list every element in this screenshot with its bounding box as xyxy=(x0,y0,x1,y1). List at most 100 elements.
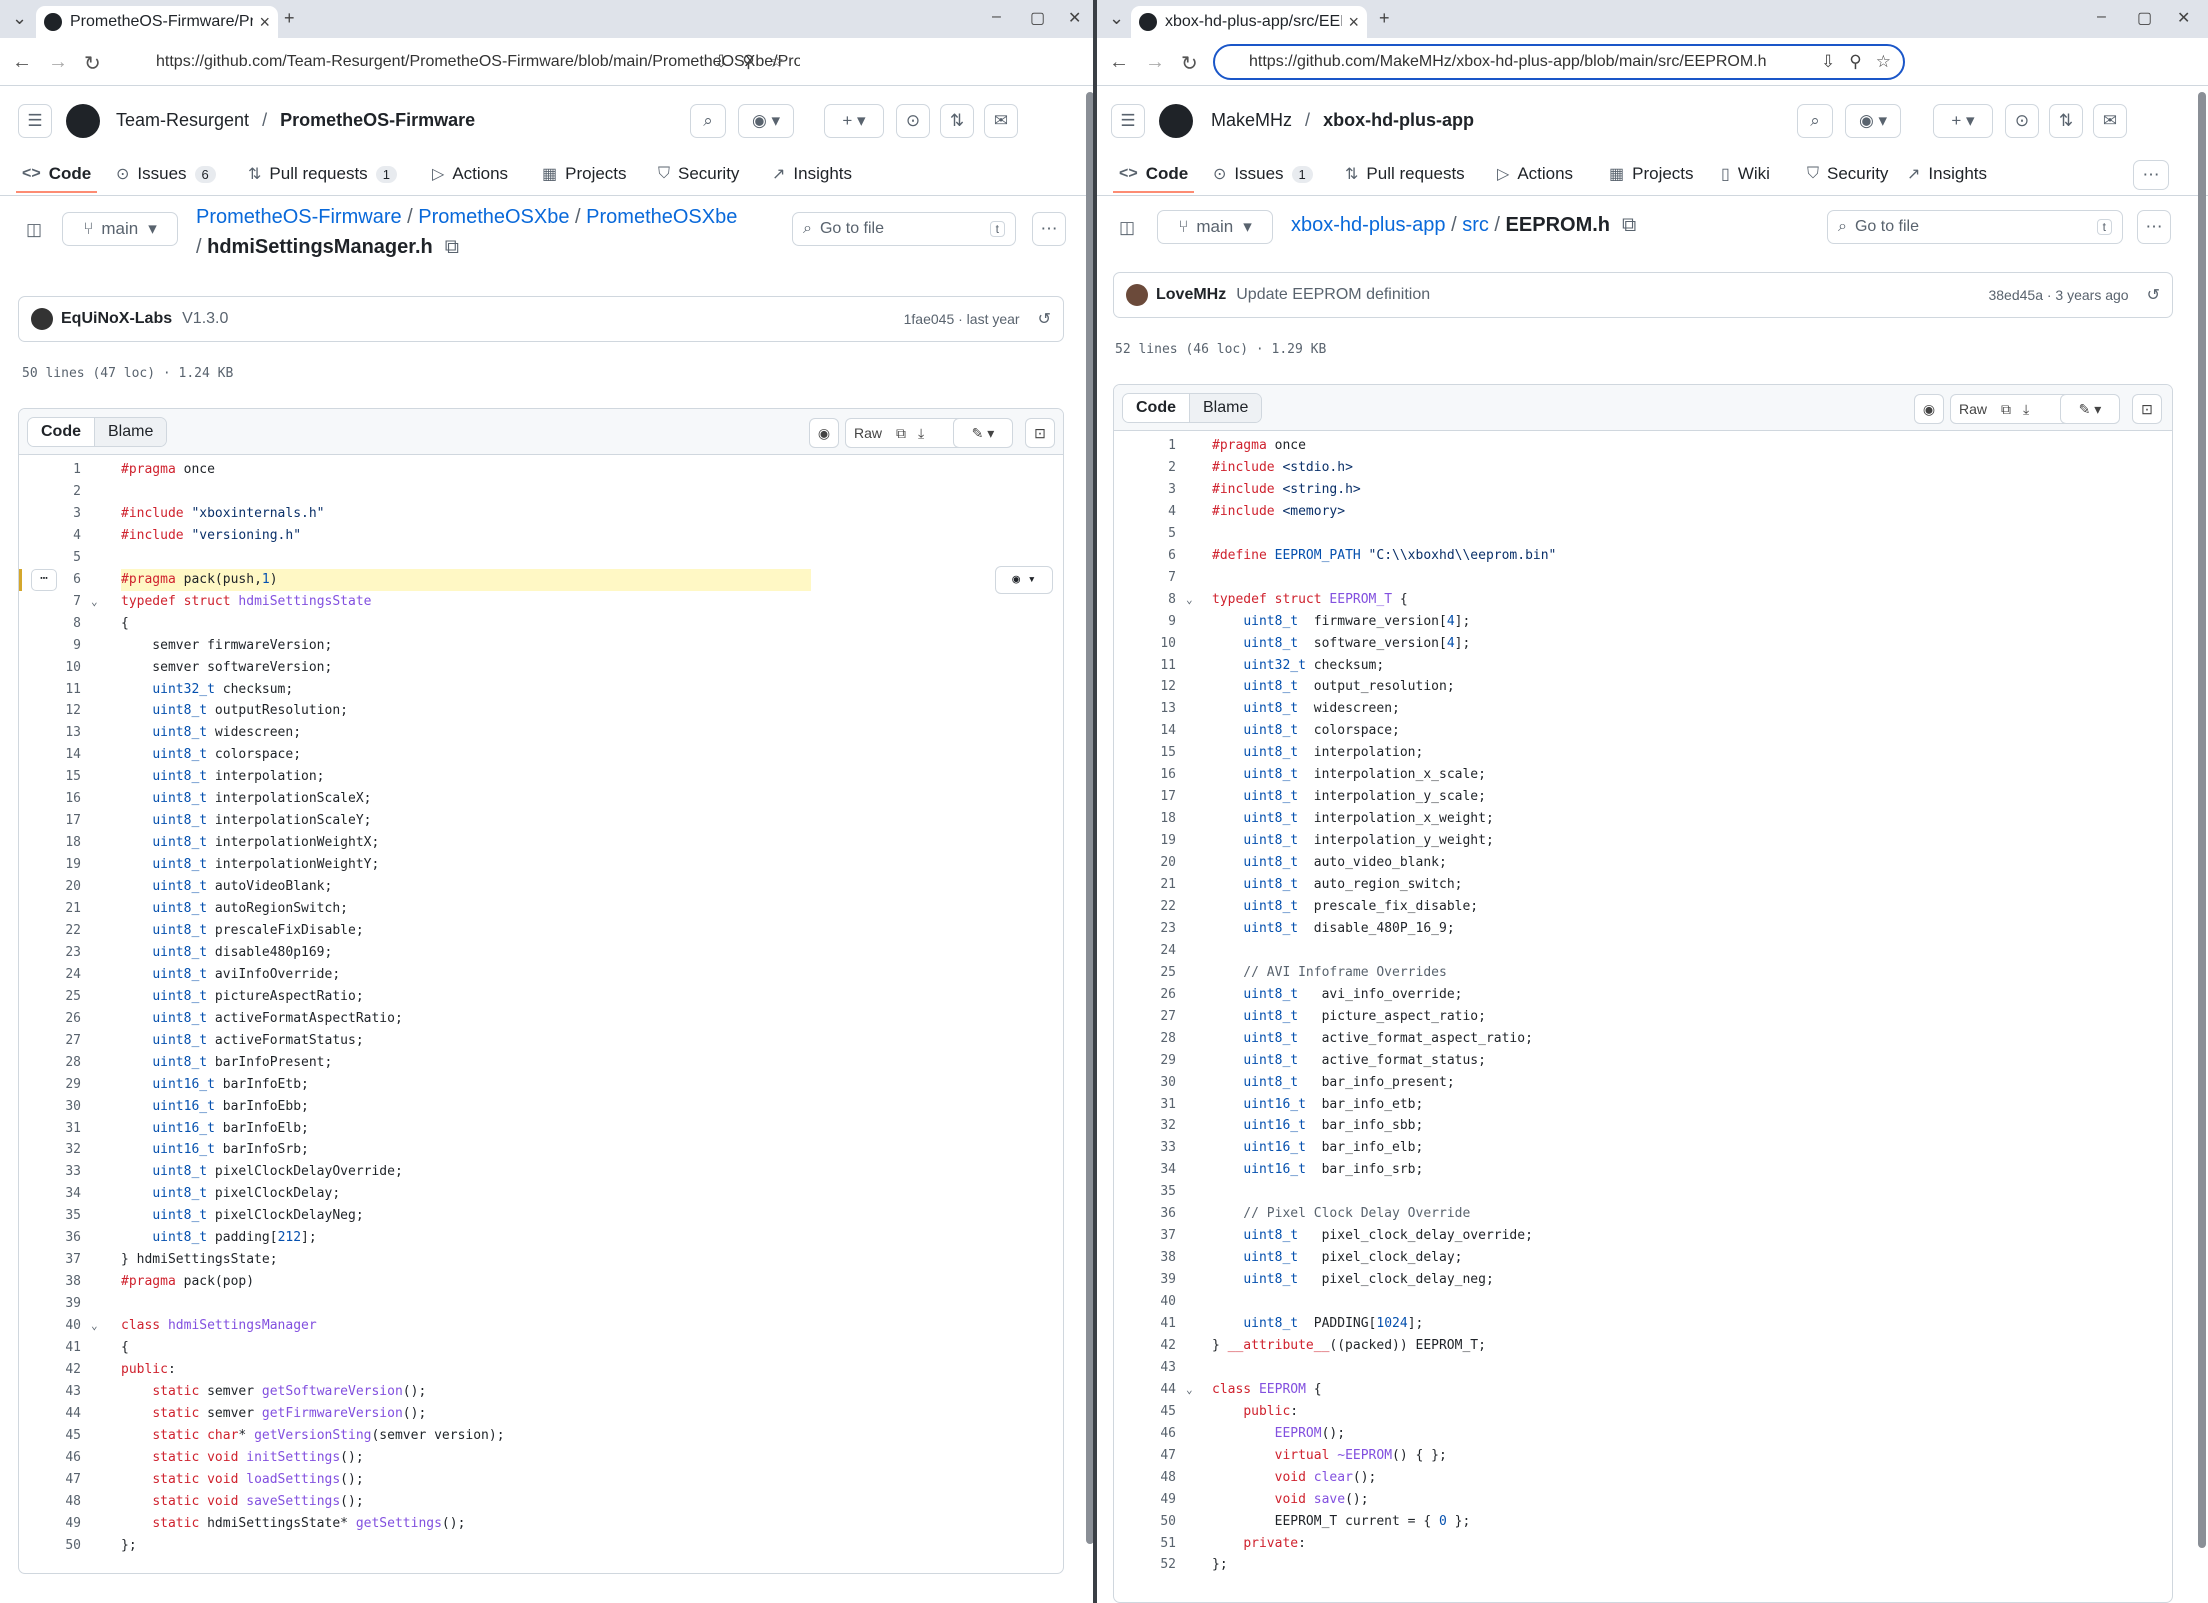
line-number[interactable]: 38 xyxy=(1160,1250,1176,1266)
line-number[interactable]: 5 xyxy=(73,549,81,565)
pull-requests-icon[interactable]: ⇅ xyxy=(940,104,974,138)
line-number[interactable]: 50 xyxy=(65,1537,81,1553)
pull-requests-icon[interactable]: ⇅ xyxy=(2049,104,2083,138)
line-number[interactable]: 14 xyxy=(65,747,81,763)
omnibox[interactable]: https://github.com/Team-Resurgent/Promet… xyxy=(120,44,800,80)
line-number[interactable]: 13 xyxy=(65,725,81,741)
code-line[interactable]: 18 uint8_t interpolation_x_weight; xyxy=(1114,808,2172,830)
code-line[interactable]: 3#include "xboxinternals.h" xyxy=(19,503,1063,525)
line-number[interactable]: 21 xyxy=(65,901,81,916)
issues-icon[interactable]: ⊙ xyxy=(896,104,930,138)
code-line[interactable]: 44 static semver getFirmwareVersion(); xyxy=(19,1403,1063,1425)
install-icon[interactable]: ⇩ xyxy=(714,52,729,71)
repo-link[interactable]: xbox-hd-plus-app xyxy=(1323,110,1475,130)
copilot-line-icon[interactable]: ◉ ▾ xyxy=(995,565,1053,594)
line-number[interactable]: 7 xyxy=(73,593,81,609)
code-line[interactable]: 29 uint8_t active_format_status; xyxy=(1114,1050,2172,1072)
code-line[interactable]: 20 uint8_t auto_video_blank; xyxy=(1114,852,2172,874)
code-line[interactable]: 8{ xyxy=(19,613,1063,635)
code-line[interactable]: 4#include "versioning.h" xyxy=(19,525,1063,547)
search-icon[interactable]: ⌕ xyxy=(690,104,726,138)
history-icon[interactable]: ↺ xyxy=(1037,311,1051,328)
code-view-button[interactable]: Code xyxy=(1123,394,1190,422)
line-options-icon[interactable]: ⋯ xyxy=(31,568,57,591)
code-line[interactable]: 46 EEPROM(); xyxy=(1114,1423,2172,1445)
line-number[interactable]: 19 xyxy=(65,857,81,873)
code-line[interactable]: 27 uint8_t activeFormatStatus; xyxy=(19,1030,1063,1052)
line-number[interactable]: 14 xyxy=(1160,723,1176,739)
line-number[interactable]: 34 xyxy=(65,1186,81,1202)
commit-meta[interactable]: 38ed45a · 3 years ago xyxy=(1988,287,2129,303)
code-line[interactable]: 51 private: xyxy=(1114,1533,2172,1555)
line-number[interactable]: 10 xyxy=(1160,635,1176,651)
line-number[interactable]: 42 xyxy=(65,1361,81,1377)
line-number[interactable]: 11 xyxy=(65,681,81,697)
code-line[interactable]: 37 uint8_t pixel_clock_delay_override; xyxy=(1114,1225,2172,1247)
side-panel-icon[interactable]: ◫ xyxy=(1119,218,1136,237)
code-line[interactable]: 14 uint8_t colorspace; xyxy=(1114,720,2172,742)
code-line[interactable]: 48 static void saveSettings(); xyxy=(19,1491,1063,1513)
code-line[interactable]: 46 static void initSettings(); xyxy=(19,1447,1063,1469)
line-number[interactable]: 8 xyxy=(73,615,81,631)
code-line[interactable]: 5 xyxy=(19,547,1063,569)
line-number[interactable]: 10 xyxy=(65,659,81,675)
code-line[interactable]: 5 xyxy=(1114,523,2172,545)
code-line[interactable]: 52}; xyxy=(1114,1554,2172,1576)
download-icon[interactable]: ⤓ xyxy=(2023,400,2030,417)
blame-view-button[interactable]: Blame xyxy=(95,418,167,446)
line-number[interactable]: 17 xyxy=(1160,789,1176,805)
line-number[interactable]: 2 xyxy=(73,483,81,499)
code-line[interactable]: 47 static void loadSettings(); xyxy=(19,1469,1063,1491)
line-number[interactable]: 47 xyxy=(65,1471,81,1487)
code-line[interactable]: 11 uint32_t checksum; xyxy=(19,679,1063,701)
line-number[interactable]: 22 xyxy=(65,922,81,938)
line-number[interactable]: 43 xyxy=(65,1383,81,1399)
copilot-icon[interactable]: ◉ ▾ xyxy=(738,104,794,138)
code-line[interactable]: 50}; xyxy=(19,1535,1063,1557)
fold-chevron-icon[interactable]: ⌄ xyxy=(91,1319,98,1333)
line-number[interactable]: 30 xyxy=(1160,1074,1176,1090)
repo-link[interactable]: PrometheOS-Firmware xyxy=(280,110,476,130)
line-number[interactable]: 36 xyxy=(1160,1206,1176,1222)
code-line[interactable]: 42} __attribute__((packed)) EEPROM_T; xyxy=(1114,1335,2172,1357)
inbox-icon[interactable]: ✉ xyxy=(2093,104,2127,138)
line-number[interactable]: 2 xyxy=(1168,459,1176,475)
menu-icon[interactable]: ☰ xyxy=(18,104,52,138)
line-number[interactable]: 28 xyxy=(65,1054,81,1070)
more-options-icon[interactable]: ⋯ xyxy=(2137,210,2171,244)
line-number[interactable]: 13 xyxy=(1160,701,1176,717)
line-number[interactable]: 24 xyxy=(1160,942,1176,958)
line-number[interactable]: 9 xyxy=(1168,613,1176,629)
code-line[interactable]: 43 xyxy=(1114,1357,2172,1379)
line-number[interactable]: 30 xyxy=(65,1098,81,1114)
line-number[interactable]: 51 xyxy=(1160,1535,1176,1551)
inbox-icon[interactable]: ✉ xyxy=(984,104,1018,138)
line-number[interactable]: 37 xyxy=(1160,1228,1176,1244)
path-root-link[interactable]: xbox-hd-plus-app xyxy=(1291,214,1446,236)
line-number[interactable]: 48 xyxy=(65,1493,81,1509)
zoom-icon[interactable]: ⚲ xyxy=(742,52,755,71)
code-line[interactable]: 24 uint8_t aviInfoOverride; xyxy=(19,964,1063,986)
code-line[interactable]: 41 uint8_t PADDING[1024]; xyxy=(1114,1313,2172,1335)
tab-insights[interactable]: ↗Insights xyxy=(772,164,852,184)
commit-meta[interactable]: 1fae045 · last year xyxy=(903,311,1020,327)
copilot-icon[interactable]: ◉ ▾ xyxy=(1845,104,1901,138)
bookmark-star-icon[interactable]: ☆ xyxy=(768,52,784,71)
tab-code[interactable]: <>Code xyxy=(1112,164,1195,193)
line-number[interactable]: 47 xyxy=(1160,1447,1176,1463)
line-number[interactable]: 39 xyxy=(1160,1272,1176,1288)
line-number[interactable]: 44 xyxy=(65,1405,81,1421)
line-number[interactable]: 45 xyxy=(65,1427,81,1443)
reload-icon[interactable]: ↻ xyxy=(84,53,101,75)
line-number[interactable]: 6 xyxy=(73,571,81,587)
tab-actions[interactable]: ▷Actions xyxy=(432,164,508,184)
new-tab-icon[interactable]: + xyxy=(1379,8,1390,28)
line-number[interactable]: 26 xyxy=(1160,986,1176,1002)
code-line[interactable]: 30 uint16_t barInfoEbb; xyxy=(19,1096,1063,1118)
code-line[interactable]: 1#pragma once xyxy=(1114,435,2172,457)
code-line[interactable]: 36 uint8_t padding[212]; xyxy=(19,1227,1063,1249)
github-logo-icon[interactable] xyxy=(66,104,100,138)
code-line[interactable]: 43 static semver getSoftwareVersion(); xyxy=(19,1381,1063,1403)
line-number[interactable]: 46 xyxy=(65,1449,81,1465)
